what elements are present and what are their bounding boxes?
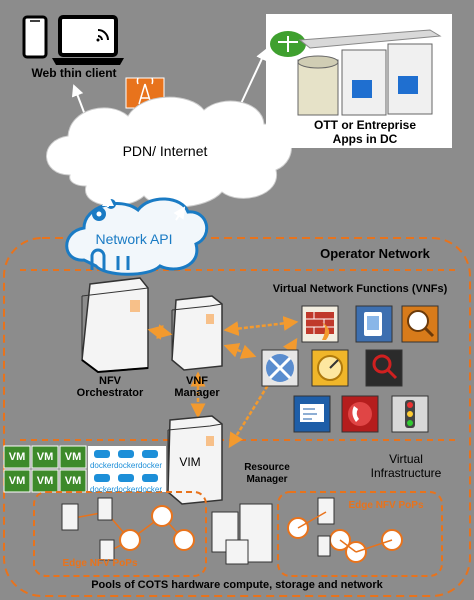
docker-label-4: docker — [89, 485, 114, 494]
edge-pops-left-boundary — [33, 491, 207, 577]
vnf-manager-label: VNF Manager — [174, 375, 220, 399]
docker-label-2: docker — [113, 461, 138, 470]
edge-pops-left-label: Edge NFV PoPs — [62, 558, 138, 569]
id-card-icon — [293, 395, 331, 433]
nfv-orchestrator-server — [81, 277, 149, 374]
magnifier-icon — [365, 349, 403, 387]
phone-icon — [22, 15, 48, 59]
traffic-light-icon — [391, 395, 429, 433]
operator-network-boundary — [3, 237, 471, 597]
web-thin-client-label: Web thin client — [31, 66, 117, 80]
edge-server-icons — [61, 497, 335, 561]
vm-label-1: VM — [8, 451, 26, 463]
server-rack-icon — [297, 29, 442, 116]
cots-server-stack — [211, 503, 273, 565]
operator-network-label: Operator Network — [320, 246, 430, 261]
laptop-icon — [52, 15, 124, 65]
docker-label-1: docker — [89, 461, 114, 470]
nfv-orchestrator-label: NFV Orchestrator — [76, 375, 144, 399]
network-api-label: Network API — [95, 231, 173, 247]
vm-label-2: VM — [36, 451, 54, 463]
vim-label: VIM — [179, 455, 201, 469]
vm-label-6: VM — [64, 475, 82, 487]
plug-icon — [90, 248, 130, 270]
router-icon — [270, 31, 306, 57]
vm-label-3: VM — [64, 451, 82, 463]
satellite-icon — [261, 349, 299, 387]
search-icon — [401, 305, 439, 343]
firewall-icon — [301, 305, 339, 343]
vm-label-4: VM — [8, 475, 26, 487]
docker-label-5: docker — [113, 485, 138, 494]
docker-label-3: docker — [137, 461, 162, 470]
edge-links-right — [297, 511, 393, 553]
pdn-internet-label: PDN/ Internet — [122, 143, 208, 159]
phone-handset-icon — [341, 395, 379, 433]
vim-server — [167, 415, 223, 505]
edge-pops-right-boundary — [277, 491, 443, 577]
vnf-manager-server — [171, 295, 223, 371]
vnfs-label: Virtual Network Functions (VNFs) — [272, 283, 448, 295]
vm-label-5: VM — [36, 475, 54, 487]
ott-apps-label: OTT or Entreprise Apps in DC — [313, 118, 417, 146]
edge-pops-right-label: Edge NFV PoPs — [348, 500, 424, 511]
pools-label: Pools of COTS hardware compute, storage … — [91, 579, 383, 591]
docker-grid — [88, 446, 166, 492]
tablet-app-icon — [355, 305, 393, 343]
resource-manager-label: Resource Manager — [244, 462, 290, 485]
virtual-infrastructure-label: Virtual Infrastructure — [370, 452, 442, 480]
vm-grid — [3, 445, 87, 493]
docker-label-6: docker — [137, 485, 162, 494]
gauge-icon — [311, 349, 349, 387]
